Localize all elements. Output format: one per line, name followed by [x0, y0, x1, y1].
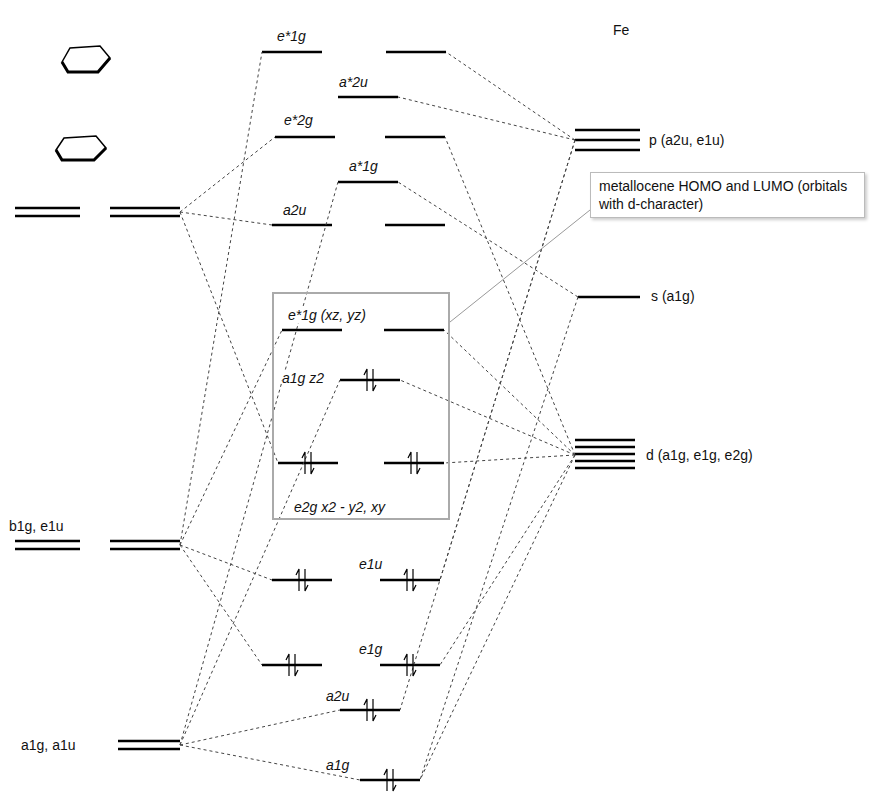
orbital-label: a*2u [338, 74, 369, 90]
orbital-label: e*2g [283, 112, 314, 128]
orbital-label: a1g, a1u [20, 737, 77, 753]
frontier-orbital-box: e*1g (xz, yz) a1g z2 e2g x2 - y2, xy [272, 292, 450, 520]
orbital-label: d (a1g, e1g, e2g) [645, 447, 754, 463]
electron-pair [302, 452, 314, 474]
electron-pair [408, 452, 420, 474]
electron-pair [286, 654, 298, 676]
orbital-label: e1u [358, 556, 383, 572]
orbital-label: a1g [325, 757, 350, 773]
orbital-label: e2g x2 - y2, xy [294, 499, 385, 515]
orbital-label: e*1g (xz, yz) [288, 307, 366, 323]
electron-pair [404, 569, 416, 591]
orbital-label: Fe [612, 22, 630, 38]
callout-text: metallocene HOMO and LUMO (orbitals with… [599, 177, 856, 213]
orbital-label: a2u [325, 688, 350, 704]
orbital-label: s (a1g) [650, 288, 696, 304]
electron-pair [384, 769, 396, 791]
electron-pair [364, 369, 376, 391]
orbital-label: e*1g [276, 28, 307, 44]
electron-pair [364, 699, 376, 721]
orbital-label: p (a2u, e1u) [648, 132, 726, 148]
orbital-label: a1g z2 [282, 370, 324, 386]
orbital-label: a*1g [348, 158, 379, 174]
orbital-label: e1g [358, 641, 383, 657]
callout-leader [450, 210, 590, 322]
orbital-label: b1g, e1u [8, 518, 65, 534]
orbital-label: a2u [282, 202, 307, 218]
electron-pair [296, 569, 308, 591]
callout-box: metallocene HOMO and LUMO (orbitals with… [590, 172, 865, 218]
electron-pair [404, 654, 416, 676]
